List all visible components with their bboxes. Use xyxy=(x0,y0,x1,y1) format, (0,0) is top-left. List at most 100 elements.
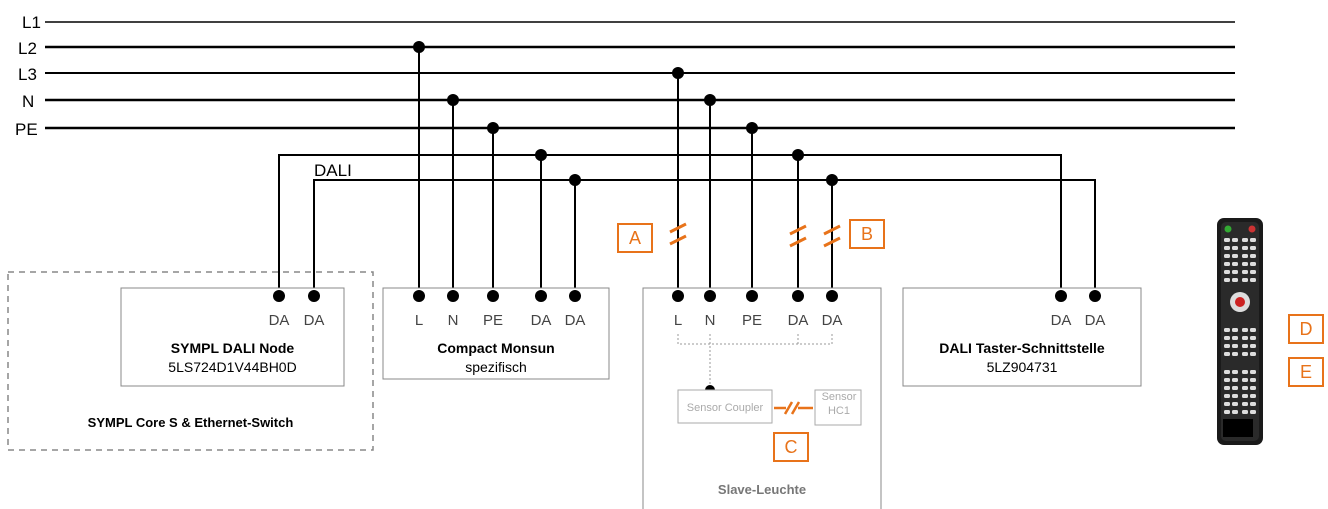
remote-button xyxy=(1224,270,1230,274)
terminal-label: L xyxy=(674,312,682,329)
wireless-link-icon xyxy=(823,224,841,248)
terminal-dot xyxy=(1089,290,1101,302)
remote-button xyxy=(1224,378,1230,382)
remote-button xyxy=(1250,238,1256,242)
remote-button xyxy=(1250,386,1256,390)
sensor-hc1-label: Sensor HC1 xyxy=(821,391,857,417)
remote-button xyxy=(1250,246,1256,250)
remote-button xyxy=(1232,262,1238,266)
remote-button xyxy=(1242,344,1248,348)
wireless-link-icon xyxy=(789,224,807,248)
terminal-label: DA xyxy=(1051,312,1072,329)
tag-b: B xyxy=(849,219,885,249)
remote-button xyxy=(1250,336,1256,340)
remote-button xyxy=(1224,370,1230,374)
remote-button xyxy=(1242,278,1248,282)
remote-button xyxy=(1232,278,1238,282)
drop-wires xyxy=(418,47,833,296)
terminal-dot xyxy=(487,290,499,302)
bus-lines xyxy=(45,21,1235,130)
remote-button xyxy=(1232,344,1238,348)
junction-dot xyxy=(569,174,581,186)
terminal-label: DA xyxy=(822,312,843,329)
terminal-dot xyxy=(273,290,285,302)
tag-c: C xyxy=(773,432,809,462)
terminal-label: L xyxy=(415,312,423,329)
slave-internal-wiring xyxy=(677,334,833,390)
remote-button xyxy=(1232,394,1238,398)
compact-monsun-title: Compact Monsun xyxy=(437,340,555,356)
tag-a: A xyxy=(617,223,653,253)
compact-monsun-subtitle: spezifisch xyxy=(465,359,527,375)
remote-button xyxy=(1250,378,1256,382)
sympl-node-subtitle: 5LS724D1V44BH0D xyxy=(168,359,297,375)
sympl-node-title: SYMPL DALI Node xyxy=(170,340,295,356)
remote-button xyxy=(1242,402,1248,406)
terminal-dot xyxy=(535,290,547,302)
dali-wires xyxy=(278,154,1096,296)
remote-button xyxy=(1250,254,1256,258)
remote-button xyxy=(1242,262,1248,266)
junction-dot xyxy=(413,41,425,53)
remote-button xyxy=(1224,410,1230,414)
remote-button xyxy=(1250,402,1256,406)
junction-dots xyxy=(413,41,838,186)
terminal-dot xyxy=(746,290,758,302)
remote-button xyxy=(1224,278,1230,282)
dali-wire-inner xyxy=(313,179,1096,296)
terminal-label: DA xyxy=(565,312,586,329)
remote-button xyxy=(1250,344,1256,348)
remote-button xyxy=(1242,378,1248,382)
remote-button xyxy=(1224,344,1230,348)
bus-labels: L1 L2 L3 N PE xyxy=(15,13,41,139)
remote-button xyxy=(1232,328,1238,332)
remote-button xyxy=(1250,278,1256,282)
compact-monsun-box xyxy=(382,287,610,380)
remote-button xyxy=(1224,262,1230,266)
remote-button xyxy=(1242,270,1248,274)
junction-dot xyxy=(487,122,499,134)
junction-dot xyxy=(704,94,716,106)
terminal-label: N xyxy=(705,312,716,329)
sympl-core-title: SYMPL Core S & Ethernet-Switch xyxy=(87,415,294,430)
remote-button xyxy=(1250,410,1256,414)
terminal-label: DA xyxy=(788,312,809,329)
remote-button xyxy=(1224,336,1230,340)
remote-button xyxy=(1242,394,1248,398)
terminal-label: PE xyxy=(742,312,762,329)
remote-button xyxy=(1232,386,1238,390)
remote-button xyxy=(1242,254,1248,258)
remote-button xyxy=(1224,352,1230,356)
dali-wire-outer xyxy=(278,154,1062,296)
remote-button xyxy=(1232,238,1238,242)
terminal-dot xyxy=(826,290,838,302)
junction-dot xyxy=(672,67,684,79)
terminal-label: DA xyxy=(304,312,325,329)
terminal-dot xyxy=(1055,290,1067,302)
remote-control-icon xyxy=(1217,218,1263,445)
remote-button xyxy=(1232,378,1238,382)
terminal-labels: DA DA L N PE DA DA L N PE DA DA DA DA xyxy=(269,312,1106,329)
taster-title: DALI Taster-Schnittstelle xyxy=(939,340,1105,356)
junction-dot xyxy=(746,122,758,134)
remote-button xyxy=(1232,270,1238,274)
remote-button xyxy=(1250,328,1256,332)
terminal-label: DA xyxy=(1085,312,1106,329)
sensor-coupler-box xyxy=(677,389,773,424)
terminal-label: N xyxy=(448,312,459,329)
terminal-dot xyxy=(447,290,459,302)
tag-e: E xyxy=(1288,357,1324,387)
terminal-dot xyxy=(308,290,320,302)
taster-box xyxy=(902,287,1142,387)
taster-subtitle: 5LZ904731 xyxy=(986,359,1058,375)
wireless-link-icon xyxy=(774,401,813,415)
remote-button xyxy=(1224,402,1230,406)
remote-button xyxy=(1232,254,1238,258)
remote-button xyxy=(1232,336,1238,340)
tag-d: D xyxy=(1288,314,1324,344)
remote-button xyxy=(1232,410,1238,414)
remote-button xyxy=(1232,352,1238,356)
remote-button xyxy=(1232,246,1238,250)
remote-button xyxy=(1242,328,1248,332)
